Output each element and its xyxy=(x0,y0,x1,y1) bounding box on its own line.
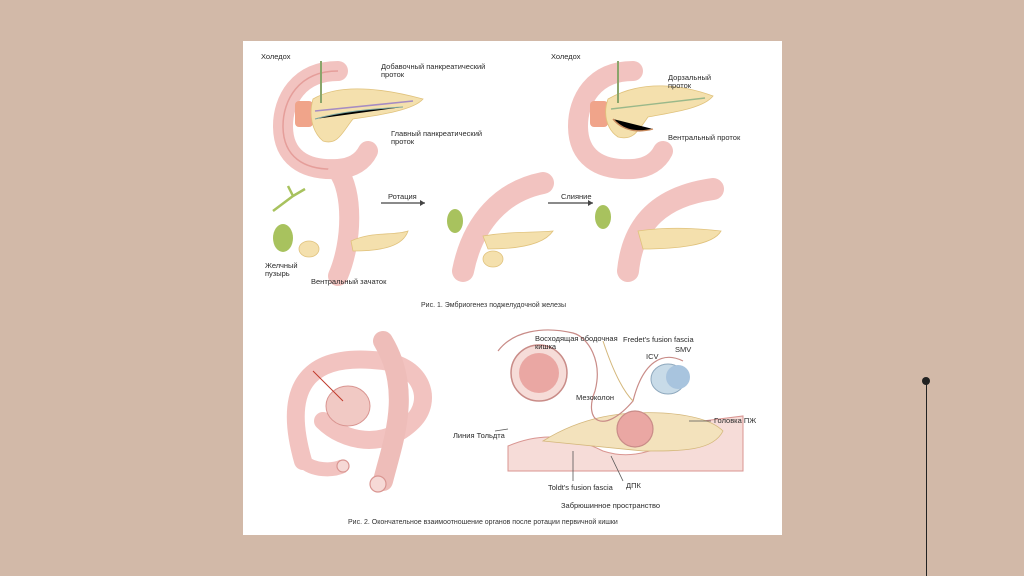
figure-panel: Холедох Добавочный панкреатический прото… xyxy=(243,41,782,535)
figure2-caption: Рис. 2. Окончательное взаимоотношение ор… xyxy=(348,519,618,526)
label-rotation: Ротация xyxy=(388,192,417,201)
label-main-duct: Главный панкреатический проток xyxy=(391,129,483,146)
label-toldt-fascia: Toldt's fusion fascia xyxy=(548,483,613,492)
label-ventral-duct: Вентральный проток xyxy=(668,133,741,142)
label-fredet-fascia: Fredet's fusion fascia xyxy=(623,335,694,344)
label-duodenum: ДПК xyxy=(626,481,641,490)
label-fusion: Слияние xyxy=(561,192,592,201)
label-dorsal-duct: Дорзальный проток xyxy=(668,73,712,90)
embryo-sequence xyxy=(272,161,724,286)
label-ascending-colon: Восходящая ободочная кишка xyxy=(535,334,618,351)
label-accessory-duct: Добавочный панкреатический проток xyxy=(381,62,486,79)
label-pancreas-head: Головка ПЖ xyxy=(714,416,757,425)
label-toldt-line: Линия Тольдта xyxy=(453,431,505,440)
cross-section-drawing xyxy=(494,329,744,482)
figure1-caption: Рис. 1. Эмбриогенез поджелудочной железы xyxy=(421,302,566,309)
panel-a-drawing xyxy=(272,61,424,180)
figure-illustration xyxy=(272,61,744,493)
label-smv: SMV xyxy=(675,345,692,354)
label-ventral-bud: Вентральный зачаток xyxy=(311,277,387,286)
label-gallbladder: Желчный пузырь xyxy=(265,261,298,278)
label-choledoch-b: Холедох xyxy=(551,52,581,61)
label-icv: ICV xyxy=(646,352,659,361)
label-choledoch-a: Холедох xyxy=(261,52,291,61)
panel-b-drawing xyxy=(567,61,714,180)
label-mesocolon: Мезоколон xyxy=(576,393,615,402)
gut-rotation-drawing xyxy=(286,331,432,493)
decorative-vertical-line xyxy=(926,381,927,576)
label-retroperitoneum: Забрюшинное пространство xyxy=(561,501,661,510)
